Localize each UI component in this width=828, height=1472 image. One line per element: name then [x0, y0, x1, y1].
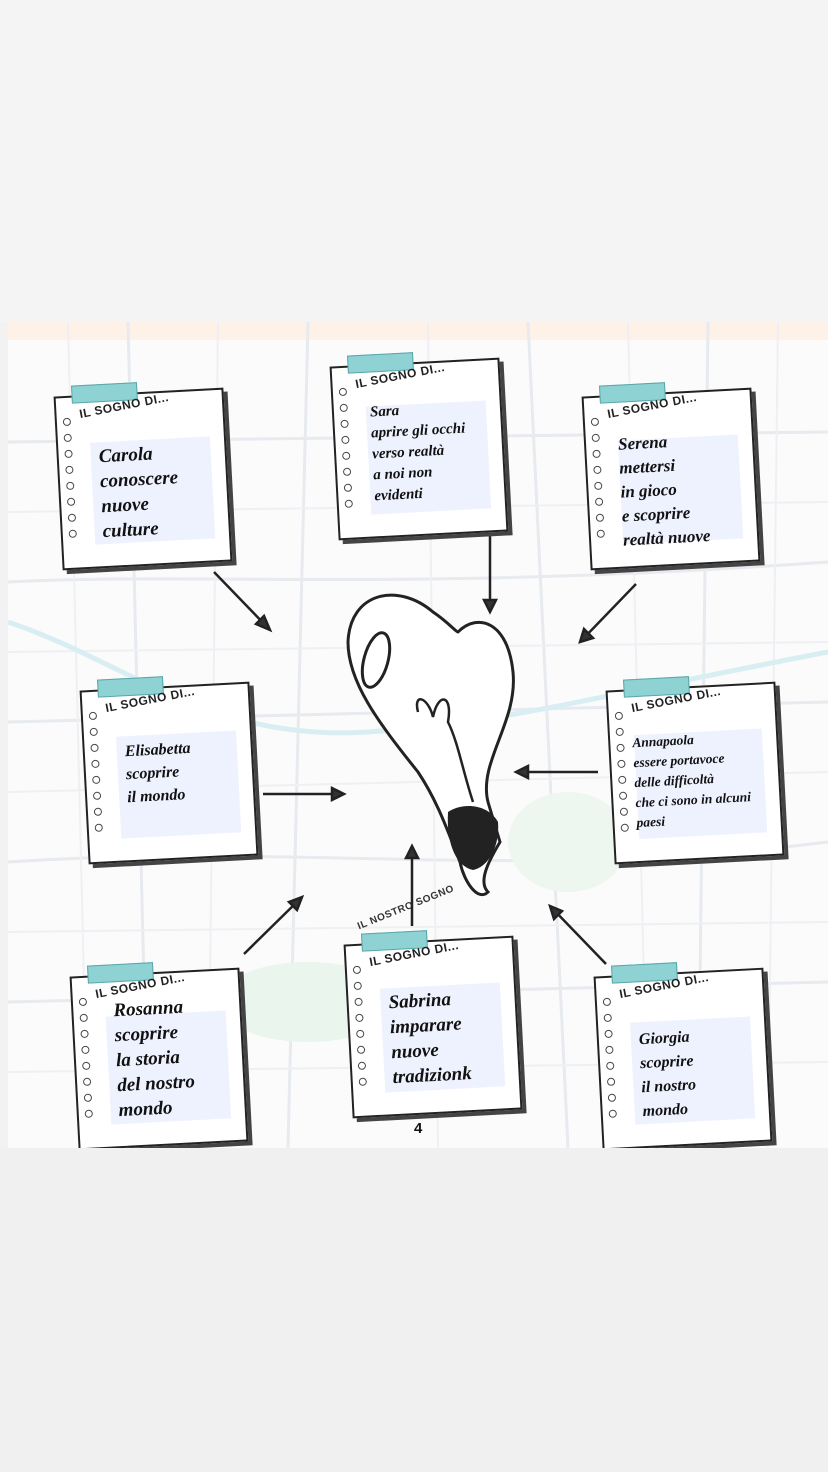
spiral-rings [88, 711, 105, 832]
spiral-rings [602, 997, 619, 1118]
note-annapaola: IL SOGNO DI... Annapaola essere portavoc… [605, 676, 785, 865]
note-sabrina: IL SOGNO DI... Sabrina imparare nuove tr… [343, 930, 523, 1119]
note-rosanna: IL SOGNO DI... Rosanna scoprire la stori… [69, 962, 249, 1148]
top-blank-area [0, 0, 828, 322]
note-serena: IL SOGNO DI... Serena mettersi in gioco … [581, 382, 761, 571]
note-text: Sara aprire gli occhi verso realtà a noi… [369, 402, 466, 505]
note-text: Rosanna scoprire la storia del nostro mo… [112, 996, 196, 1122]
spiral-rings [614, 711, 631, 832]
bottom-blank-area [0, 1148, 828, 1472]
note-text: Serena mettersi in gioco e scoprire real… [617, 432, 711, 550]
note-text: Carola conoscere nuove culture [98, 443, 179, 543]
note-sara: IL SOGNO DI... Sara aprire gli occhi ver… [329, 352, 509, 541]
note-carola: IL SOGNO DI... Carola conoscere nuove cu… [53, 382, 233, 571]
spiral-rings [590, 417, 607, 538]
spiral-rings [78, 997, 95, 1118]
note-elisabetta: IL SOGNO DI... Elisabetta scoprire il mo… [79, 676, 259, 865]
spiral-rings [62, 417, 79, 538]
note-text: Giorgia scoprire il nostro mondo [638, 1028, 697, 1121]
note-text: Sabrina imparare nuove tradizionk [388, 989, 473, 1089]
board-top-strip [8, 322, 828, 340]
spiral-rings [352, 965, 369, 1086]
page-number: 4 [414, 1120, 423, 1137]
note-text: Elisabetta scoprire il mondo [124, 739, 191, 807]
lightbulb-drawing [213, 532, 637, 965]
dream-board-image: IL NOSTRO SOGNO IL SOGNO DI... Carola co… [8, 322, 828, 1148]
note-text: Annapaola essere portavoce delle diffico… [631, 732, 752, 831]
note-giorgia: IL SOGNO DI... Giorgia scoprire il nostr… [593, 962, 773, 1148]
spiral-rings [338, 387, 355, 508]
